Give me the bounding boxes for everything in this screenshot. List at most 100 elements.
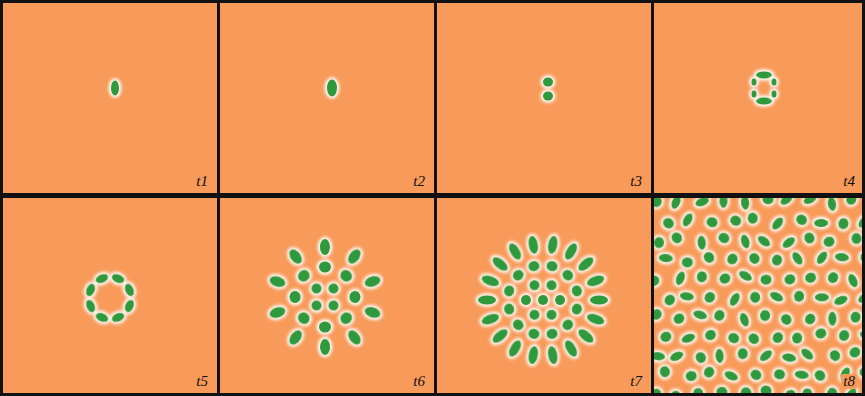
green-spot bbox=[824, 197, 840, 215]
green-spot bbox=[778, 349, 799, 366]
simulation-panel bbox=[643, 188, 865, 396]
green-spot bbox=[524, 324, 544, 343]
green-spot bbox=[745, 364, 767, 386]
green-spot bbox=[500, 281, 519, 301]
panel-border bbox=[219, 197, 436, 395]
green-spot bbox=[567, 281, 586, 301]
green-spot bbox=[736, 230, 754, 252]
green-spot bbox=[524, 232, 542, 257]
green-spot bbox=[360, 302, 385, 323]
green-spot bbox=[829, 291, 852, 311]
green-spot bbox=[747, 288, 764, 306]
time-label: t1 bbox=[194, 174, 210, 189]
green-spot bbox=[734, 265, 757, 286]
green-spot bbox=[477, 270, 504, 291]
green-spot bbox=[811, 324, 831, 344]
green-spot bbox=[283, 324, 308, 350]
green-spot bbox=[265, 271, 290, 292]
green-spot bbox=[316, 319, 333, 335]
green-spot bbox=[799, 197, 822, 210]
panel-border bbox=[2, 2, 219, 195]
green-spot bbox=[108, 78, 121, 98]
green-spot bbox=[849, 230, 864, 247]
panel-ground bbox=[653, 2, 864, 195]
green-spot bbox=[287, 288, 303, 305]
green-spot bbox=[765, 286, 788, 306]
panel-border bbox=[436, 197, 653, 395]
green-spot bbox=[691, 197, 714, 212]
green-spot bbox=[847, 308, 864, 327]
green-spot bbox=[725, 210, 746, 231]
green-spot bbox=[665, 346, 688, 366]
green-spot bbox=[779, 384, 801, 394]
green-spot bbox=[819, 232, 840, 252]
green-spot bbox=[265, 302, 290, 323]
green-spot bbox=[775, 197, 798, 211]
green-spot bbox=[317, 336, 332, 357]
green-spot bbox=[572, 251, 599, 277]
green-spot bbox=[316, 259, 333, 275]
green-spot bbox=[676, 288, 697, 304]
green-spot bbox=[766, 212, 788, 235]
green-spot bbox=[668, 308, 690, 330]
green-spot bbox=[541, 304, 562, 325]
time-label: t7 bbox=[628, 374, 644, 389]
panel-border bbox=[436, 2, 653, 195]
green-spot bbox=[342, 244, 367, 270]
green-spot bbox=[787, 247, 808, 270]
green-spot bbox=[653, 303, 668, 325]
green-spot bbox=[769, 76, 779, 88]
green-spot bbox=[524, 342, 542, 367]
green-spot bbox=[791, 209, 813, 231]
green-spot bbox=[735, 381, 757, 394]
green-spot bbox=[720, 366, 743, 386]
green-spot bbox=[544, 342, 562, 367]
green-spot bbox=[834, 325, 854, 346]
green-spot bbox=[540, 75, 555, 89]
green-spot bbox=[775, 308, 797, 330]
green-spot bbox=[524, 275, 545, 296]
simulation-panel bbox=[436, 2, 653, 195]
green-spot bbox=[535, 292, 550, 307]
green-spot bbox=[552, 292, 567, 307]
green-spot bbox=[587, 293, 610, 307]
green-spot bbox=[559, 335, 583, 362]
green-spot bbox=[582, 309, 609, 330]
green-spot bbox=[749, 76, 759, 88]
green-spot bbox=[709, 305, 730, 327]
green-spot bbox=[567, 299, 586, 319]
green-spot bbox=[653, 383, 667, 394]
green-spot bbox=[714, 268, 735, 289]
green-spot bbox=[853, 210, 864, 233]
green-spot bbox=[487, 323, 514, 349]
green-spot bbox=[749, 88, 759, 100]
green-spot bbox=[758, 272, 775, 288]
green-spot bbox=[844, 341, 864, 363]
green-spot bbox=[677, 208, 698, 231]
green-spot bbox=[779, 269, 800, 290]
green-spot bbox=[698, 246, 720, 268]
green-spot bbox=[834, 214, 853, 233]
green-spot bbox=[324, 77, 339, 99]
green-spot bbox=[518, 292, 533, 307]
simulation-panel bbox=[219, 2, 436, 195]
green-spot bbox=[759, 197, 777, 208]
panel-border bbox=[219, 2, 436, 195]
panel-ground bbox=[653, 197, 864, 395]
green-spot bbox=[653, 349, 669, 364]
green-spot bbox=[767, 327, 789, 349]
panel-border bbox=[653, 197, 864, 395]
green-spot bbox=[699, 286, 721, 308]
green-spot bbox=[334, 264, 358, 288]
green-spot bbox=[754, 344, 777, 366]
green-spot bbox=[757, 307, 774, 325]
panel-ground bbox=[219, 2, 436, 195]
green-spot bbox=[524, 257, 544, 276]
green-spot bbox=[790, 287, 807, 305]
green-spot bbox=[666, 197, 686, 214]
green-spot bbox=[826, 309, 840, 328]
green-spot bbox=[769, 88, 779, 100]
green-spot bbox=[745, 210, 761, 227]
panel-border bbox=[653, 2, 864, 195]
green-spot bbox=[542, 257, 562, 276]
